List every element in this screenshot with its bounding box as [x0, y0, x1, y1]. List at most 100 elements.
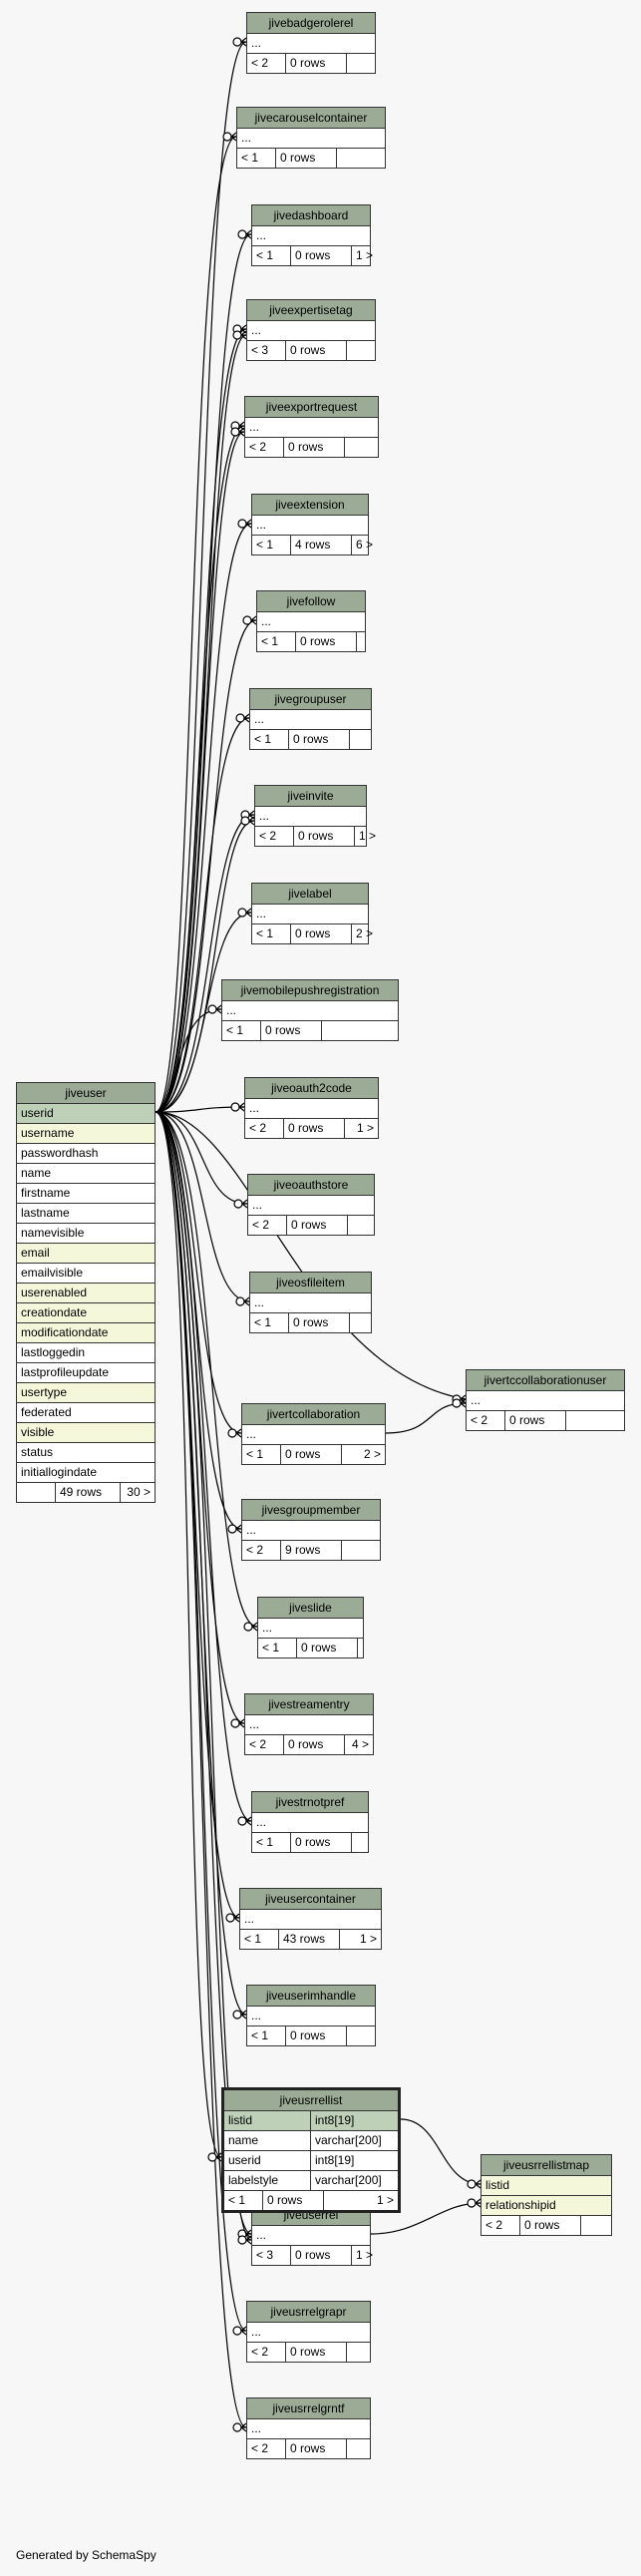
edge-jivestrnotpref-many-marker	[245, 1816, 252, 1826]
footer-cell	[346, 341, 375, 360]
edge-jiveusrrellist-optional-marker	[207, 2152, 217, 2162]
footer-cell: 0 rows	[260, 1021, 321, 1040]
footer-cell: 9 rows	[280, 1541, 341, 1560]
column-name: firstname	[21, 1186, 71, 1200]
edge-jivebadgerolerel-many-marker	[240, 37, 247, 47]
edge-jiveoauth2code	[155, 1106, 245, 1113]
edge-jiveinvite-2-many-marker	[248, 816, 255, 826]
footer-cell: < 3	[256, 2248, 274, 2262]
edge-jiveinvite-2-optional-marker	[240, 816, 250, 826]
table-header: jiveusrrelgrapr	[247, 2302, 370, 2323]
footer-cell: 0 rows	[283, 1119, 344, 1138]
ellipsis-text: ...	[251, 2325, 262, 2339]
column-ellipsis: ...	[245, 418, 378, 438]
footer-cell: 1 >	[339, 1930, 381, 1949]
ellipsis-text: ...	[256, 518, 267, 532]
edge-jivestreamentry	[155, 1111, 245, 1724]
column-type: int8[19]	[310, 2151, 398, 2170]
column-row: namevisible	[17, 1224, 155, 1244]
edge-jivesgroupmember-many-marker	[235, 1524, 242, 1534]
footer-cell	[349, 730, 371, 749]
footer-cell: 0 rows	[275, 149, 336, 168]
table-header: jiveusrrelgrntf	[247, 2398, 370, 2419]
column-ellipsis: ...	[245, 1715, 373, 1735]
footer-cell: 0 rows	[504, 1411, 565, 1430]
footer-cell: < 1	[254, 1315, 272, 1329]
table-header: jiveusrrellist	[224, 2090, 398, 2111]
column-type: int8[19]	[310, 2111, 398, 2130]
footer-cell: < 2	[249, 1737, 267, 1751]
edge-jivelabel-many-marker	[245, 908, 252, 918]
edge-jivegroupuser	[155, 717, 250, 1113]
footer-cell: < 2	[249, 440, 267, 454]
footer-cell: < 1	[246, 1447, 264, 1461]
footer-cell: 0 rows	[280, 1445, 341, 1464]
table-jivertccollaborationuser[interactable]: jivertccollaborationuser... < 2 0 rows	[466, 1369, 625, 1431]
table-header: jivertccollaborationuser	[467, 1370, 624, 1391]
edge-jivestreamentry-optional-marker	[230, 1718, 240, 1728]
edge-jiveexportrequest-2-optional-marker	[230, 427, 240, 437]
ellipsis-text: ...	[259, 809, 270, 823]
footer-cell: < 2	[246, 1543, 264, 1557]
edge-jivesgroupmember-optional-marker	[227, 1524, 237, 1534]
edge-jivegroupuser-many-marker	[243, 713, 250, 723]
footer-cell	[346, 54, 375, 73]
edge-jiveslide-optional-marker	[243, 1622, 253, 1632]
edge-jiveinvite-2	[155, 820, 255, 1113]
footer-cell: < 2	[485, 2218, 503, 2232]
column-name: listid	[228, 2113, 253, 2127]
column-ellipsis: ...	[240, 1910, 381, 1930]
ellipsis-text: ...	[246, 1523, 257, 1537]
footer-cell: 0 rows	[283, 438, 344, 457]
column-ellipsis: ...	[467, 1391, 624, 1411]
footer-cell: < 1	[261, 634, 279, 648]
edge-jivebadgerolerel	[155, 41, 247, 1113]
edge-jivelabel	[155, 912, 252, 1113]
column-row: username	[17, 1124, 155, 1144]
footer-cell: < 2	[471, 1413, 488, 1427]
footer-cell	[347, 1216, 374, 1235]
ellipsis-text: ...	[249, 1101, 260, 1115]
edge-rtccollab-to-rtccollabuser-many-marker	[460, 1398, 467, 1408]
column-ellipsis: ...	[258, 1619, 363, 1639]
edge-jiveuserrel-2-many-marker	[245, 2235, 252, 2245]
table-header: jiveinvite	[255, 786, 366, 807]
footer-cell: 0 rows	[285, 2439, 346, 2458]
edge-jiveextension-many-marker	[245, 519, 252, 529]
